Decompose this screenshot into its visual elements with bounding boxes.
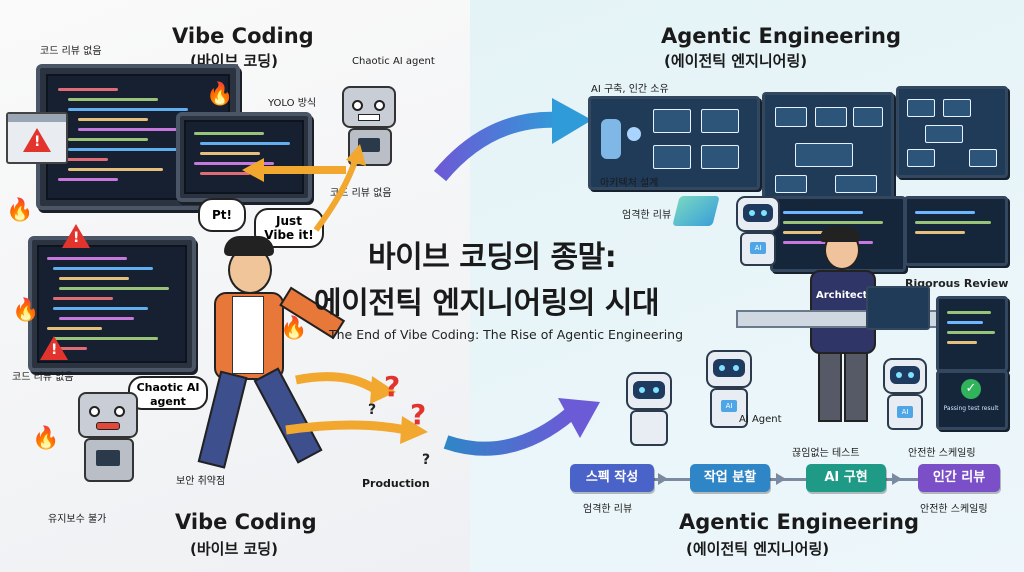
pipeline-step-review: 인간 리뷰 (918, 464, 1000, 492)
main-title-line1: 바이브 코딩의 종말: (368, 240, 617, 275)
architect-badge: Architect (816, 290, 868, 301)
vibe-heading-top: Vibe Coding (172, 24, 314, 48)
transition-arrow-bottom (443, 398, 600, 456)
safe-scaling-label-top: 안전한 스케일링 (908, 448, 976, 459)
production-label: Production (362, 477, 430, 490)
pipeline-step-split: 작업 분할 (690, 464, 770, 492)
no-review-label-top: 코드 리뷰 없음 (40, 46, 102, 57)
pipeline-track (586, 478, 992, 481)
ai-robot-hover: AI (728, 196, 788, 280)
pipeline-step-implement: AI 구현 (806, 464, 886, 492)
transition-arrow-top (433, 98, 592, 182)
database-icon (601, 119, 621, 159)
no-review-label-left: 코드 리뷰 없음 (12, 372, 74, 383)
pipeline-caption-right: 안전한 스케일링 (920, 504, 988, 515)
pipeline-arrow-icon (776, 473, 786, 485)
ai-agent-label: AI Agent (739, 414, 782, 425)
pipeline-caption-left: 엄격한 리뷰 (583, 504, 633, 515)
person-icon (627, 127, 641, 141)
continuous-test-label: 끊임없는 테스트 (792, 448, 860, 459)
code-monitor-small (176, 112, 312, 202)
agentic-heading-bottom-ko: (에이전틱 엔지니어링) (686, 540, 830, 558)
architect-person (796, 226, 886, 422)
code-monitor-top (36, 64, 240, 210)
no-review-label-mid: 코드 리뷰 없음 (330, 188, 392, 199)
panicking-developer (186, 236, 346, 476)
rigorous-review-label: 엄격한 리뷰 (622, 210, 672, 221)
ai-robot-right: AI (874, 358, 934, 440)
code-monitor-bottom (28, 236, 196, 372)
question-mark: ? (384, 370, 401, 403)
laptop (866, 286, 930, 330)
warning-icon: ! (62, 224, 90, 248)
question-mark: ? (368, 402, 377, 418)
flame-icon: 🔥 (206, 82, 234, 107)
flame-icon: 🔥 (280, 316, 308, 341)
pt-bubble: Pt! (198, 198, 246, 232)
check-icon: ✓ (961, 379, 981, 399)
ai-robot-left (616, 372, 680, 452)
agentic-heading-bottom: Agentic Engineering (679, 510, 919, 534)
chaotic-robot-top (324, 80, 414, 180)
chaotic-agent-label-top: Chaotic AI agent (352, 56, 435, 67)
flame-icon: 🔥 (12, 298, 40, 323)
chaotic-robot-bottom (62, 392, 152, 502)
agentic-heading-top: Agentic Engineering (661, 24, 901, 48)
main-title-en: The End of Vibe Coding: The Rise of Agen… (329, 327, 684, 342)
yolo-label: YOLO 방식 (268, 98, 317, 109)
test-monitor (936, 296, 1008, 372)
vibe-heading-bottom: Vibe Coding (175, 510, 317, 534)
vibe-heading-bottom-ko: (바이브 코딩) (190, 540, 278, 558)
rigorous-review-en: Rigorous Review (905, 277, 1009, 290)
arrow-icon (672, 196, 720, 226)
review-monitor-2 (904, 196, 1008, 266)
warning-icon: ! (40, 336, 68, 360)
ai-robot-center: AI (696, 350, 758, 440)
warning-window: ! (6, 112, 68, 164)
flame-icon: 🔥 (32, 426, 60, 451)
question-mark: ? (422, 452, 431, 468)
security-label: 보안 취약점 (176, 476, 226, 487)
main-title-line2: 에이전틱 엔지니어링의 시대 (314, 286, 660, 321)
pipeline-arrow-icon (892, 473, 902, 485)
architecture-label: 아키텍처 설계 (600, 178, 659, 189)
architecture-screen-1 (588, 96, 760, 190)
pipeline-step-spec: 스펙 작성 (570, 464, 654, 492)
architecture-screen-2 (762, 92, 894, 206)
test-result-monitor: ✓ Passing test result (936, 370, 1008, 430)
flame-icon: 🔥 (6, 198, 34, 223)
pipeline-arrow-icon (658, 473, 668, 485)
architecture-screen-3 (896, 86, 1008, 178)
question-mark: ? (410, 398, 427, 431)
chaos-arrows (242, 144, 428, 444)
warning-icon: ! (23, 128, 51, 152)
agentic-heading-top-ko: (에이전틱 엔지니어링) (664, 52, 808, 70)
maintenance-label: 유지보수 불가 (48, 514, 107, 525)
ai-build-label: AI 구축, 인간 소유 (591, 84, 669, 95)
